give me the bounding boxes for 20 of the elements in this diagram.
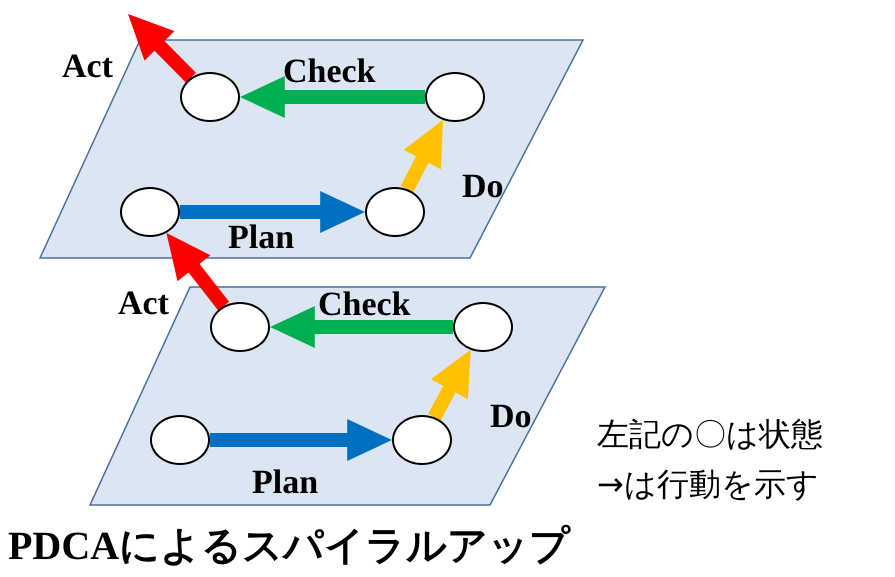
edge-label: Plan xyxy=(228,221,294,255)
arrow xyxy=(400,120,443,192)
arrow xyxy=(428,350,471,420)
edge-label: Check xyxy=(318,288,411,322)
arrow xyxy=(128,14,196,83)
arrow xyxy=(210,419,392,461)
arrow xyxy=(270,306,453,348)
plane-shape xyxy=(40,40,583,258)
edge-label: Do xyxy=(462,170,504,204)
edge-label: Check xyxy=(283,55,376,89)
edge-label: Do xyxy=(490,400,532,434)
arrow xyxy=(240,76,425,118)
arrow xyxy=(180,191,365,233)
note-text: 左記の〇は状態 xyxy=(597,415,823,453)
arrow xyxy=(166,232,230,310)
note-text: →は行動を示す xyxy=(597,465,819,503)
edge-label: Act xyxy=(118,287,169,321)
edge-label: Plan xyxy=(252,466,318,500)
edge-label: Act xyxy=(62,50,113,84)
title: PDCAによるスパイラルアップ xyxy=(8,522,570,570)
